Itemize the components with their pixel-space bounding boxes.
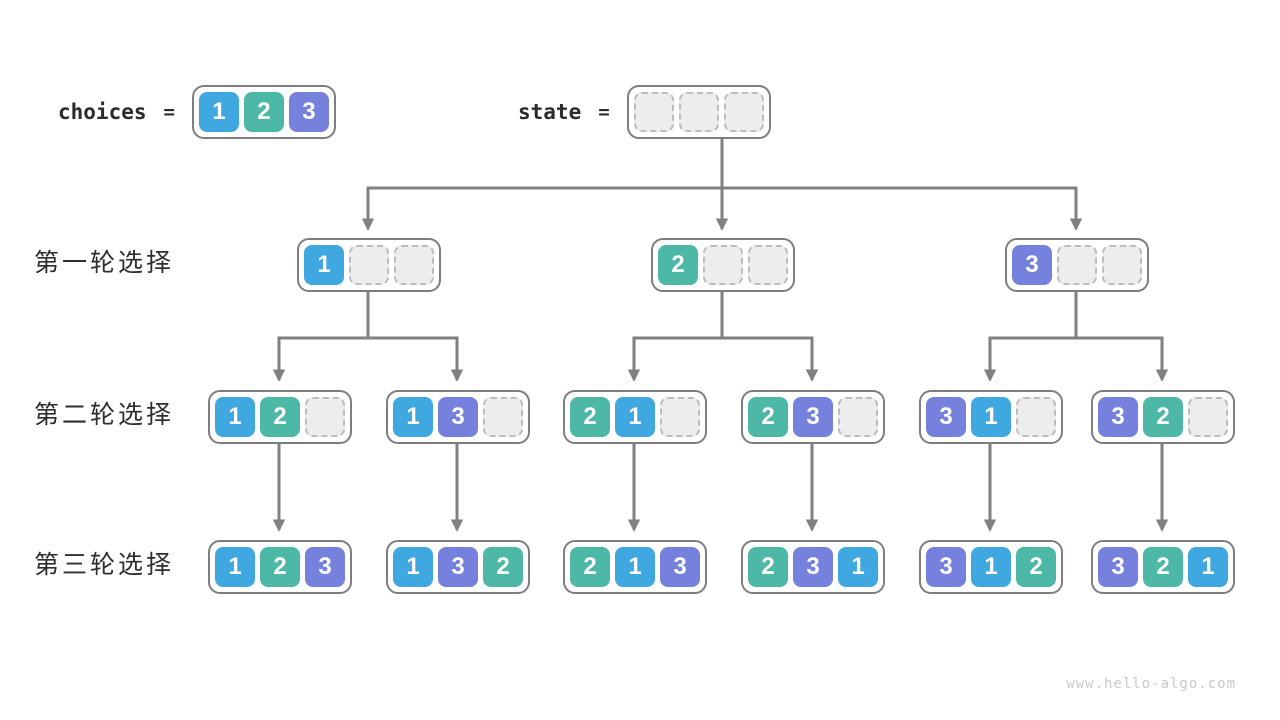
state-node-round1-1: 1 — [297, 238, 441, 292]
state-equals-sign: = — [598, 101, 610, 123]
cell-value-3: 3 — [1098, 397, 1138, 437]
cell-value-1: 1 — [198, 92, 239, 132]
cell-value-1: 1 — [838, 547, 878, 587]
cell-value-1: 1 — [971, 547, 1011, 587]
cell-value-1: 1 — [393, 397, 433, 437]
cell-empty — [678, 92, 719, 132]
cell-value-3: 3 — [793, 397, 833, 437]
cell-value-2: 2 — [1143, 547, 1183, 587]
cell-empty — [394, 245, 434, 285]
cell-value-1: 1 — [1188, 547, 1228, 587]
cell-empty — [1188, 397, 1228, 437]
cell-value-1: 1 — [393, 547, 433, 587]
cell-empty — [723, 92, 764, 132]
state-label: state — [518, 100, 582, 124]
cell-value-3: 3 — [660, 547, 700, 587]
round-1-label: 第一轮选择 — [34, 249, 175, 277]
cell-value-1: 1 — [304, 245, 344, 285]
cell-empty — [1057, 245, 1097, 285]
cell-empty — [633, 92, 674, 132]
cell-value-3: 3 — [926, 547, 966, 587]
cell-value-2: 2 — [1016, 547, 1056, 587]
cell-empty — [1102, 245, 1142, 285]
state-node-round1-3: 3 — [1005, 238, 1149, 292]
cell-value-2: 2 — [483, 547, 523, 587]
cell-empty — [349, 245, 389, 285]
cell-value-1: 1 — [215, 397, 255, 437]
cell-empty — [483, 397, 523, 437]
cell-value-3: 3 — [793, 547, 833, 587]
cell-value-1: 1 — [971, 397, 1011, 437]
state-box — [626, 85, 771, 139]
cell-value-3: 3 — [438, 547, 478, 587]
cell-empty — [1016, 397, 1056, 437]
watermark: www.hello-algo.com — [1066, 676, 1236, 692]
state-box-slot — [626, 85, 771, 139]
cell-value-2: 2 — [748, 547, 788, 587]
cell-value-1: 1 — [615, 547, 655, 587]
cell-value-2: 2 — [260, 397, 300, 437]
cell-value-2: 2 — [260, 547, 300, 587]
cell-value-1: 1 — [615, 397, 655, 437]
cell-empty — [838, 397, 878, 437]
cell-value-3: 3 — [1098, 547, 1138, 587]
cell-value-3: 3 — [438, 397, 478, 437]
cell-empty — [748, 245, 788, 285]
cell-empty — [305, 397, 345, 437]
cell-value-2: 2 — [658, 245, 698, 285]
cell-value-3: 3 — [288, 92, 329, 132]
cell-value-2: 2 — [1143, 397, 1183, 437]
cell-value-2: 2 — [570, 547, 610, 587]
state-expression: state = — [518, 85, 771, 139]
cell-value-3: 3 — [926, 397, 966, 437]
cell-value-2: 2 — [570, 397, 610, 437]
cell-empty — [660, 397, 700, 437]
choices-label: choices — [58, 100, 147, 124]
choices-equals-sign: = — [163, 101, 175, 123]
cell-value-1: 1 — [215, 547, 255, 587]
cell-value-3: 3 — [1012, 245, 1052, 285]
cell-value-3: 3 — [305, 547, 345, 587]
cell-value-2: 2 — [243, 92, 284, 132]
cell-value-2: 2 — [748, 397, 788, 437]
cell-empty — [703, 245, 743, 285]
round-2-label: 第二轮选择 — [34, 401, 175, 429]
round-3-label: 第三轮选择 — [34, 551, 175, 579]
state-node-round1-2: 2 — [651, 238, 795, 292]
